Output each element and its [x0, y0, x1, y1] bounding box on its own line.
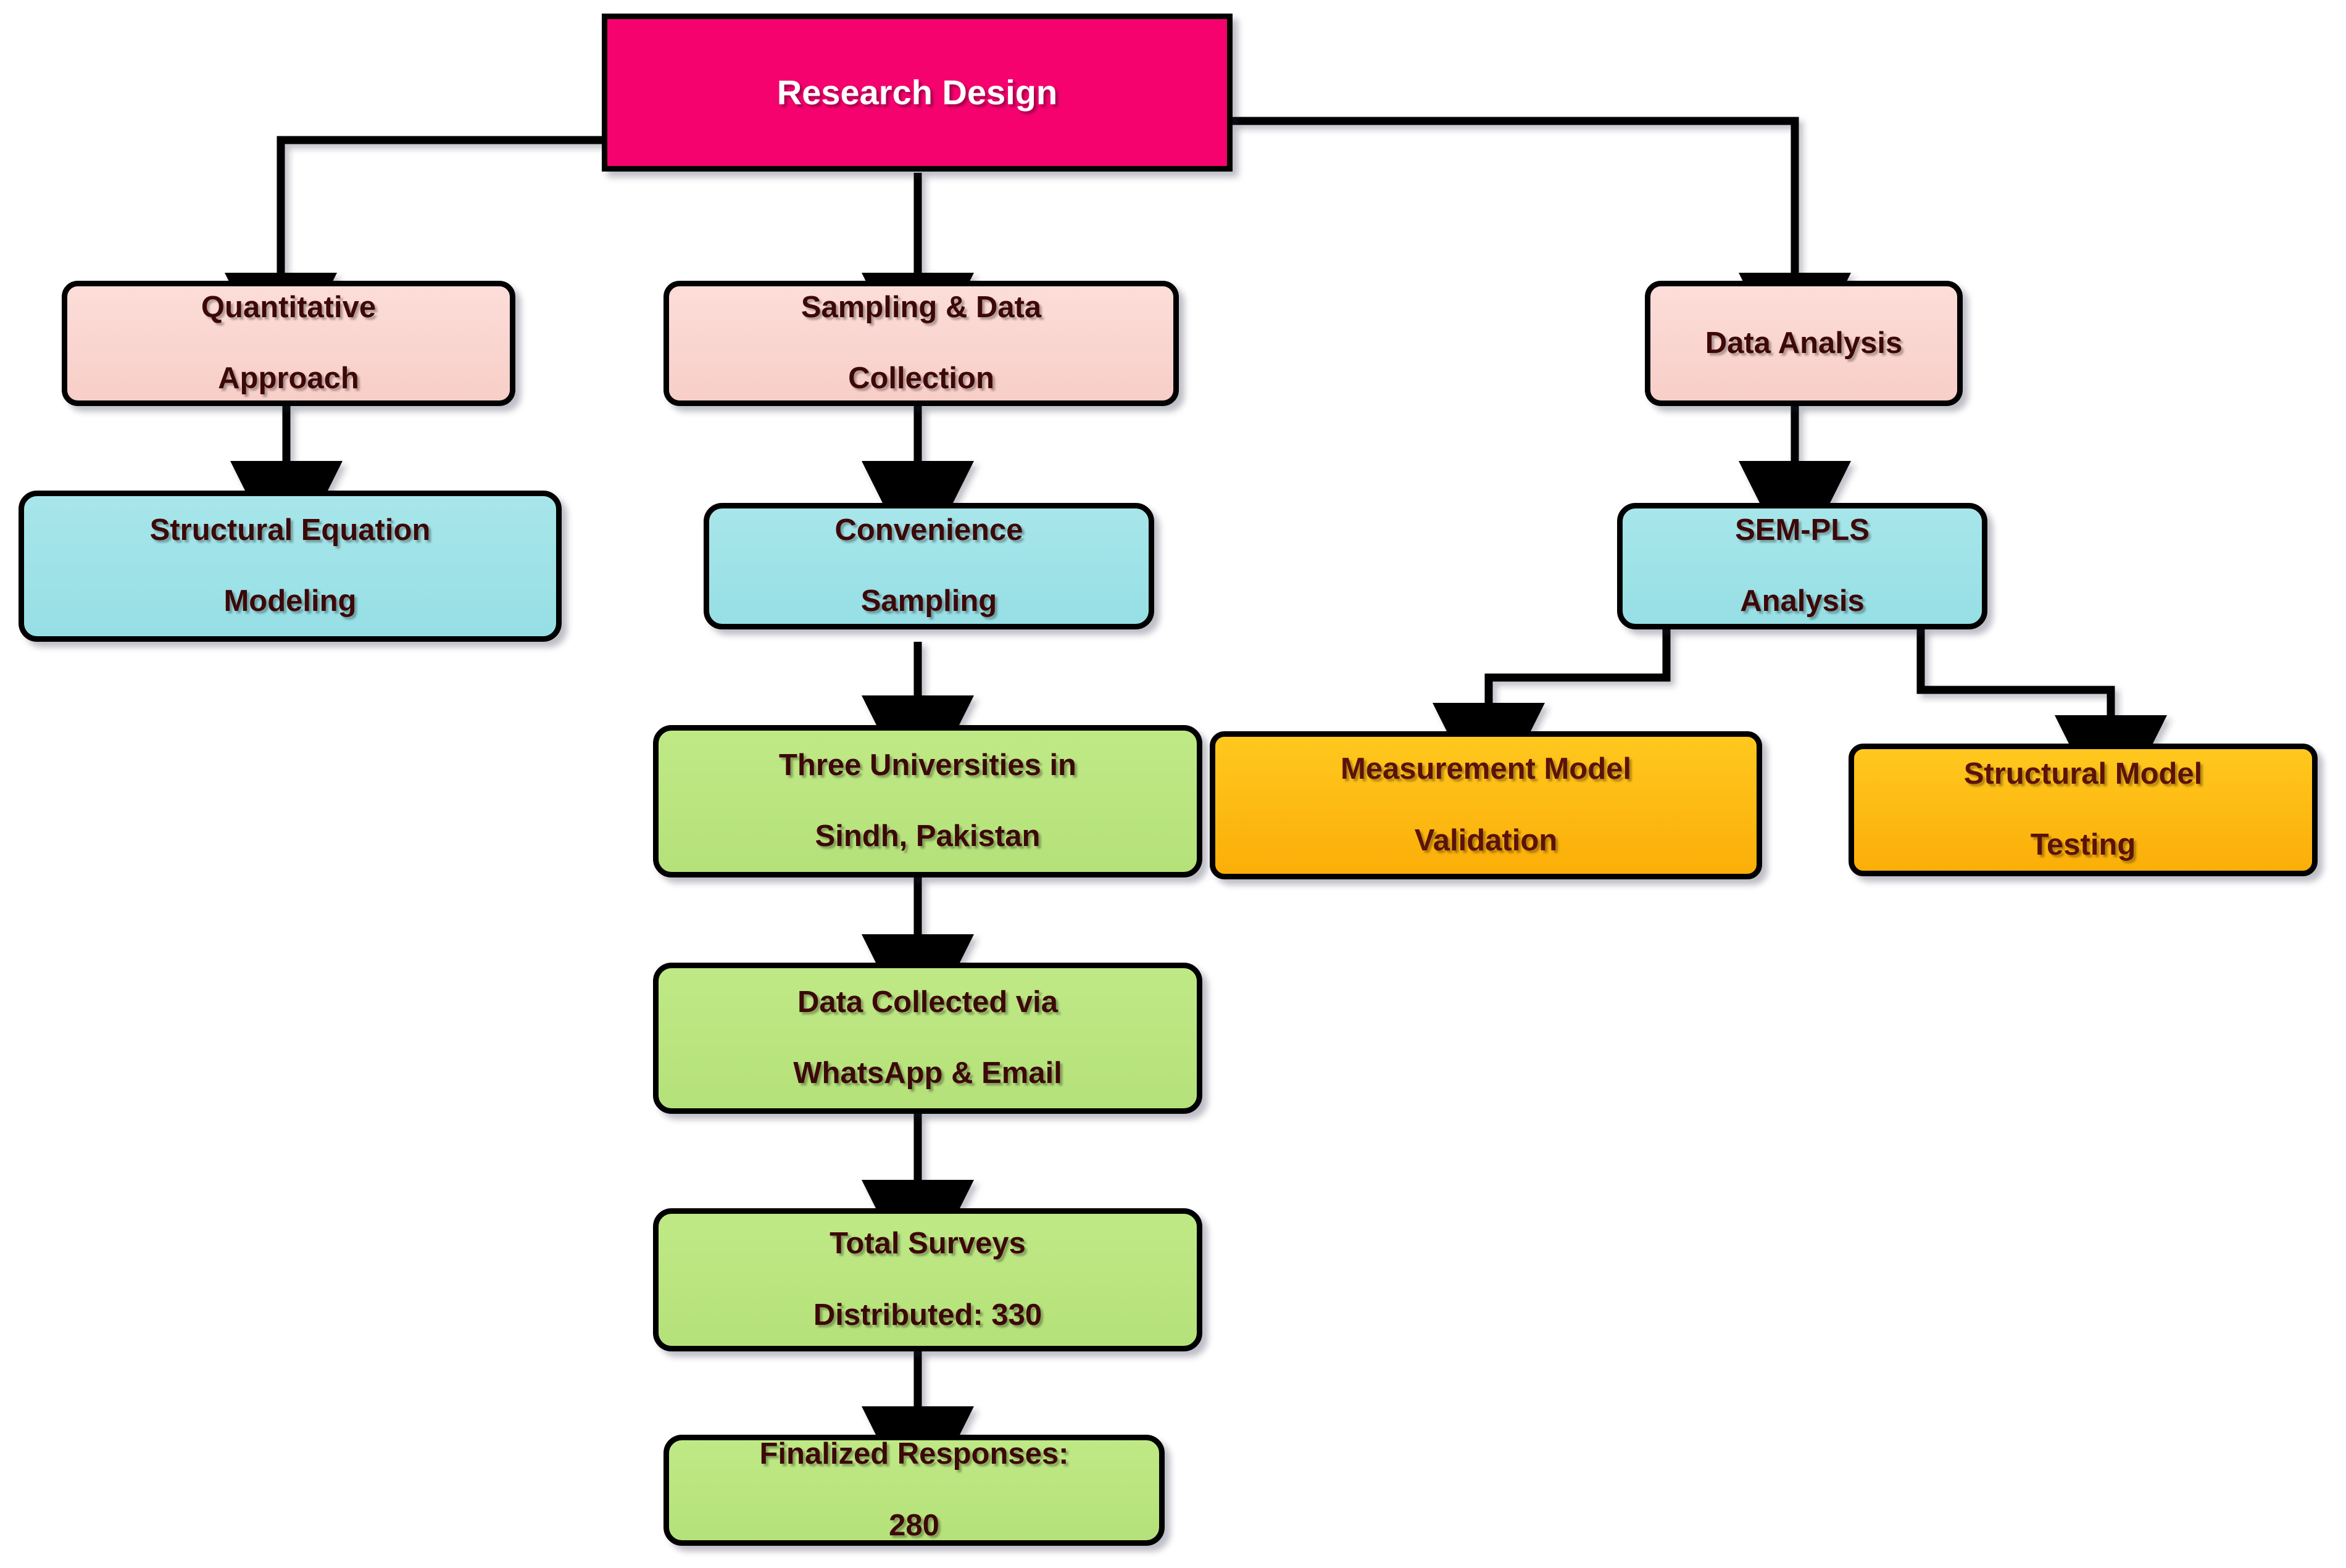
node-sem-pls-analysis-line1: SEM-PLS — [1735, 513, 1870, 547]
node-total-surveys[interactable]: Total Surveys Distributed: 330 — [653, 1208, 1202, 1351]
node-three-universities-line1: Three Universities in — [778, 748, 1076, 782]
node-structural-model-testing-line2: Testing — [2030, 828, 2136, 862]
node-data-collected-line1: Data Collected via — [797, 985, 1059, 1019]
edge-sempls-measure — [1433, 629, 1671, 815]
node-sampling-data-collection-line2: Collection — [848, 362, 994, 396]
node-three-universities[interactable]: Three Universities in Sindh, Pakistan — [653, 725, 1202, 877]
node-structural-equation-modeling-line1: Structural Equation — [149, 513, 431, 547]
node-convenience-sampling[interactable]: Convenience Sampling — [704, 503, 1154, 629]
node-quantitative-approach[interactable]: Quantitative Approach — [62, 281, 515, 406]
node-finalized-responses[interactable]: Finalized Responses: 280 — [663, 1435, 1165, 1546]
node-structural-equation-modeling[interactable]: Structural Equation Modeling — [19, 491, 562, 642]
node-three-universities-line2: Sindh, Pakistan — [815, 819, 1041, 853]
node-convenience-sampling-line1: Convenience — [834, 513, 1023, 547]
node-sem-pls-analysis[interactable]: SEM-PLS Analysis — [1617, 503, 1987, 629]
node-data-analysis-label: Data Analysis — [1705, 326, 1903, 360]
edge-root-analysis — [1233, 117, 1851, 385]
node-research-design-label: Research Design — [776, 72, 1058, 112]
edge-sempls-structest — [1916, 629, 2167, 828]
node-sem-pls-analysis-line2: Analysis — [1740, 584, 1865, 618]
node-total-surveys-line1: Total Surveys — [830, 1227, 1026, 1261]
node-quantitative-approach-line2: Approach — [218, 362, 359, 396]
node-structural-equation-modeling-line2: Modeling — [223, 584, 357, 618]
node-data-collected-line2: WhatsApp & Email — [793, 1056, 1062, 1090]
node-research-design[interactable]: Research Design — [602, 14, 1233, 172]
node-convenience-sampling-line2: Sampling — [860, 584, 997, 618]
node-measurement-model-validation-line1: Measurement Model — [1340, 752, 1632, 786]
node-data-analysis[interactable]: Data Analysis — [1645, 281, 1963, 406]
edge-root-quant — [225, 136, 602, 385]
node-total-surveys-line2: Distributed: 330 — [813, 1298, 1042, 1332]
node-structural-model-testing-line1: Structural Model — [1963, 757, 2203, 790]
node-sampling-data-collection-line1: Sampling & Data — [801, 290, 1042, 324]
node-sampling-data-collection[interactable]: Sampling & Data Collection — [663, 281, 1179, 406]
node-finalized-responses-line2: 280 — [889, 1508, 939, 1542]
node-data-collected[interactable]: Data Collected via WhatsApp & Email — [653, 963, 1202, 1114]
node-measurement-model-validation[interactable]: Measurement Model Validation — [1210, 731, 1762, 879]
node-measurement-model-validation-line2: Validation — [1414, 823, 1558, 857]
node-structural-model-testing[interactable]: Structural Model Testing — [1849, 744, 2318, 876]
node-quantitative-approach-line1: Quantitative — [201, 290, 376, 324]
node-finalized-responses-line1: Finalized Responses: — [759, 1437, 1069, 1471]
